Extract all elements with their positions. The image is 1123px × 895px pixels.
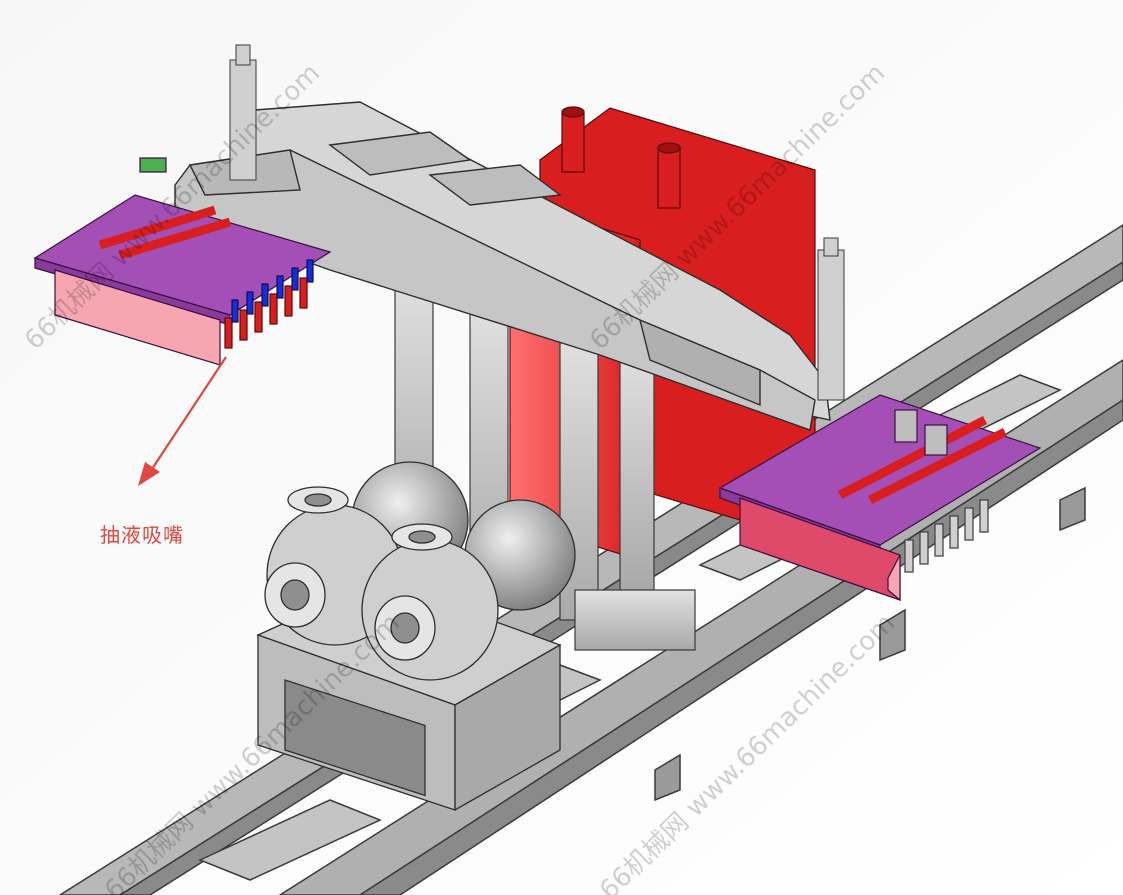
callout-arrow — [138, 356, 227, 486]
right-nozzle-assembly — [716, 394, 1042, 602]
left-nozzle-assembly — [33, 157, 332, 366]
gantry-frame — [174, 101, 831, 431]
callout-label: 抽液吸嘴 — [100, 523, 184, 547]
pneumatic-cylinders — [229, 44, 845, 401]
centrifugal-pumps — [264, 461, 576, 681]
